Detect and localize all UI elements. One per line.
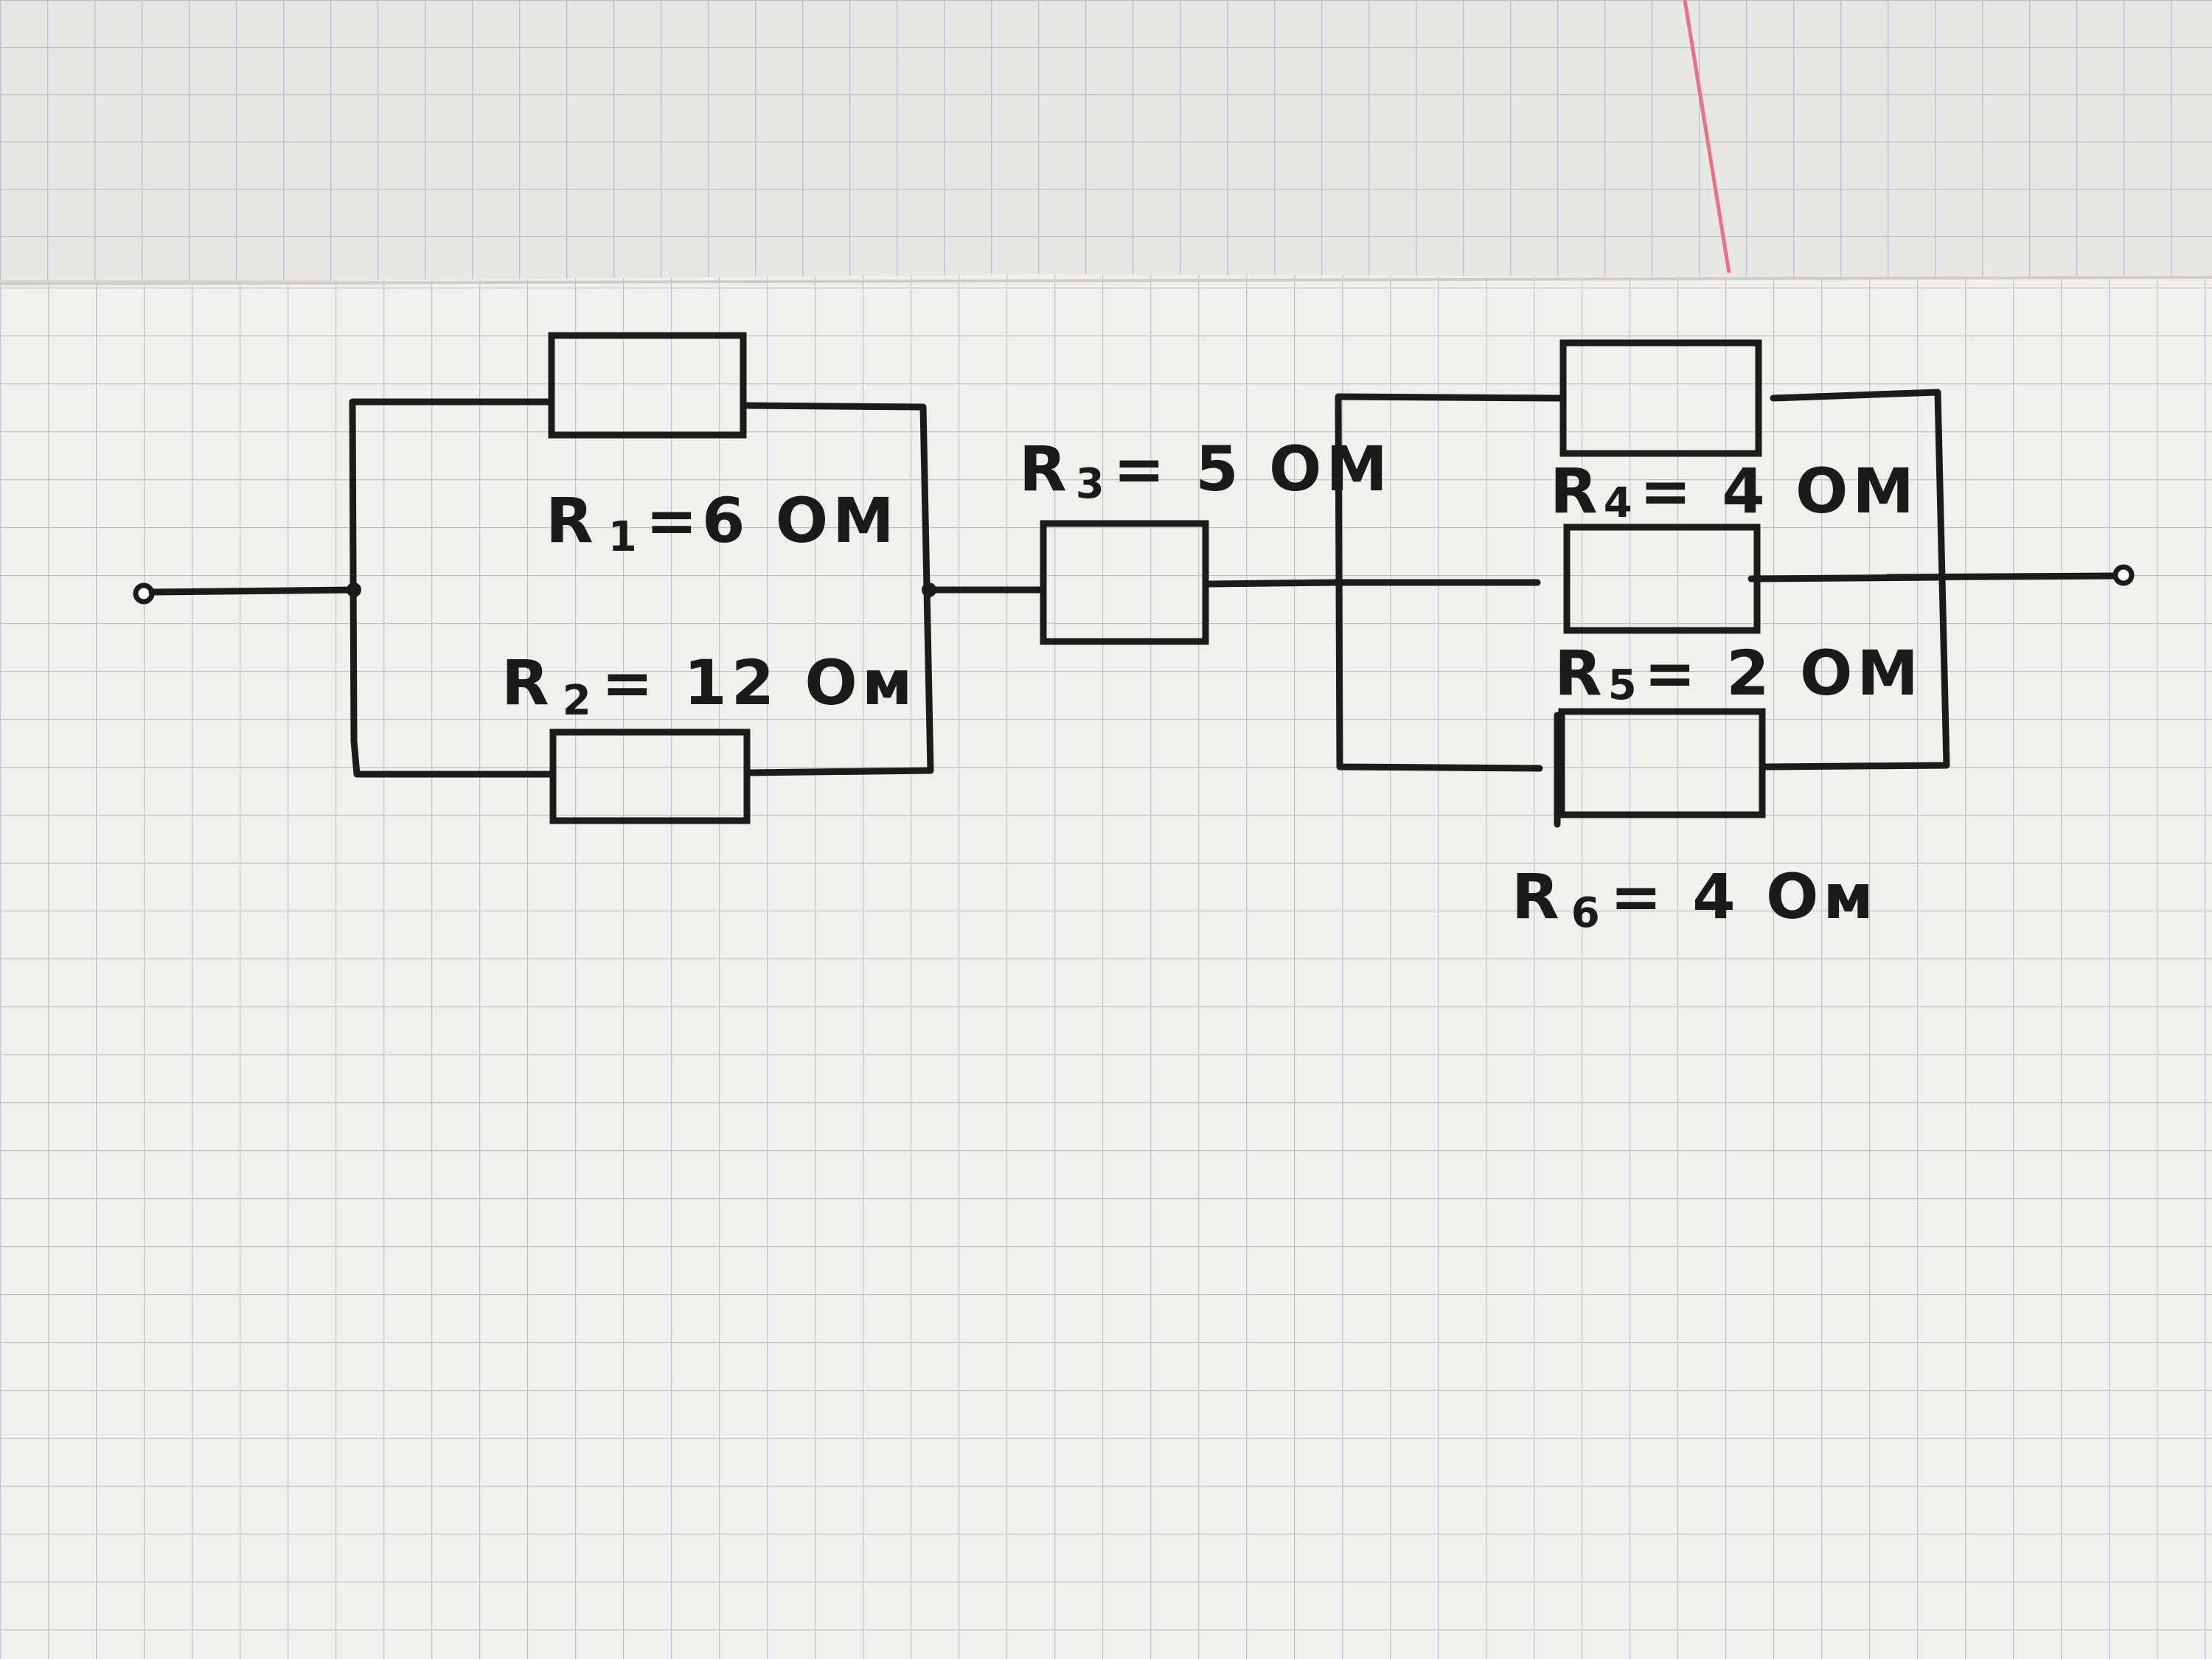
resistor-r6 [1558, 708, 1766, 818]
wire-from-r3 [1203, 579, 1342, 588]
resistor-r1 [548, 332, 747, 439]
wire-r1-left [349, 398, 553, 745]
front-sheet [0, 274, 2212, 1659]
wire-r2-left [350, 737, 555, 778]
output-wire [1884, 572, 2120, 581]
label-r5: R5= 2 OM [1554, 637, 1923, 709]
back-sheet [0, 0, 2212, 280]
resistor-r2 [549, 728, 751, 824]
resistor-r4 [1559, 339, 1762, 457]
input-wire [148, 586, 358, 596]
label-r4: R4= 4 OM [1550, 455, 1919, 527]
output-terminal [2112, 564, 2135, 586]
wire-r2-right [745, 767, 934, 776]
wire-r1-right [741, 402, 934, 774]
margin-line [1683, 0, 1731, 274]
